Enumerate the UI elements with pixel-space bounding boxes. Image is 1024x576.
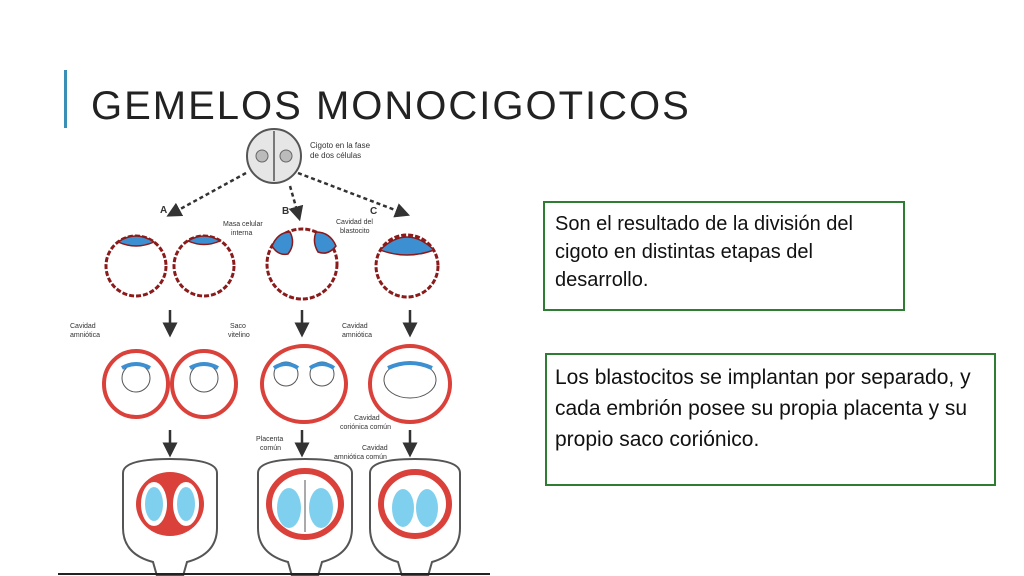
label-masa-celular: Masa celular xyxy=(223,221,263,228)
blastocyst-c xyxy=(374,233,440,299)
label-cavidad-amniotica-c2: amniótica xyxy=(342,332,372,339)
zygote-two-cell xyxy=(246,128,302,184)
label-placenta-comun-2: común xyxy=(260,445,281,452)
zygote-label-line2: de dos células xyxy=(310,151,361,160)
label-cavidad-amniotica-comun-2: amniótica común xyxy=(334,454,387,461)
branch-arrows xyxy=(166,171,411,222)
zygote-label-line1: Cigoto en la fase xyxy=(310,141,371,150)
label-masa-celular-2: interna xyxy=(231,230,253,237)
implanted-a2 xyxy=(170,349,238,419)
branch-label-a: A xyxy=(160,205,167,216)
info-box-division-text: Son el resultado de la división del cigo… xyxy=(555,213,853,291)
label-cavidad-corionica: Cavidad xyxy=(354,415,380,422)
down-arrows-2 xyxy=(162,430,418,458)
branch-label-c: C xyxy=(370,206,377,217)
label-saco-vitelino-2: vitelino xyxy=(228,332,250,339)
twin-development-diagram: Cigoto en la fase de dos células A B C M… xyxy=(58,128,490,576)
uterus-a xyxy=(122,457,218,576)
blastocyst-b xyxy=(265,227,339,301)
info-box-division: Son el resultado de la división del cigo… xyxy=(543,201,905,311)
uterus-b xyxy=(257,457,353,576)
implanted-c xyxy=(368,344,452,424)
label-saco-vitelino: Saco xyxy=(230,323,246,330)
info-box-implantation-text: Los blastocitos se implantan por separad… xyxy=(555,366,971,451)
label-placenta-comun: Placenta xyxy=(256,436,283,443)
label-cavidad-amniotica-2: amniótica xyxy=(70,332,100,339)
implanted-b xyxy=(260,344,348,424)
slide-title: GEMELOS MONOCIGOTICOS xyxy=(91,84,691,128)
blastocyst-a2 xyxy=(172,234,236,298)
down-arrows-1 xyxy=(162,310,418,338)
label-cavidad-amniotica: Cavidad xyxy=(70,323,96,330)
label-cavidad-amniotica-c: Cavidad xyxy=(342,323,368,330)
branch-label-b: B xyxy=(282,206,289,217)
title-accent-bar xyxy=(64,70,67,128)
implanted-a1 xyxy=(102,349,170,419)
label-cavidad-blasto-2: blastocito xyxy=(340,228,370,235)
label-cavidad-amniotica-comun: Cavidad xyxy=(362,445,388,452)
uterus-c xyxy=(369,457,461,576)
label-cavidad-corionica-2: coriónica común xyxy=(340,424,391,431)
blastocyst-a1 xyxy=(104,234,168,298)
label-cavidad-blasto: Cavidad del xyxy=(336,219,373,226)
info-box-implantation: Los blastocitos se implantan por separad… xyxy=(545,353,996,486)
